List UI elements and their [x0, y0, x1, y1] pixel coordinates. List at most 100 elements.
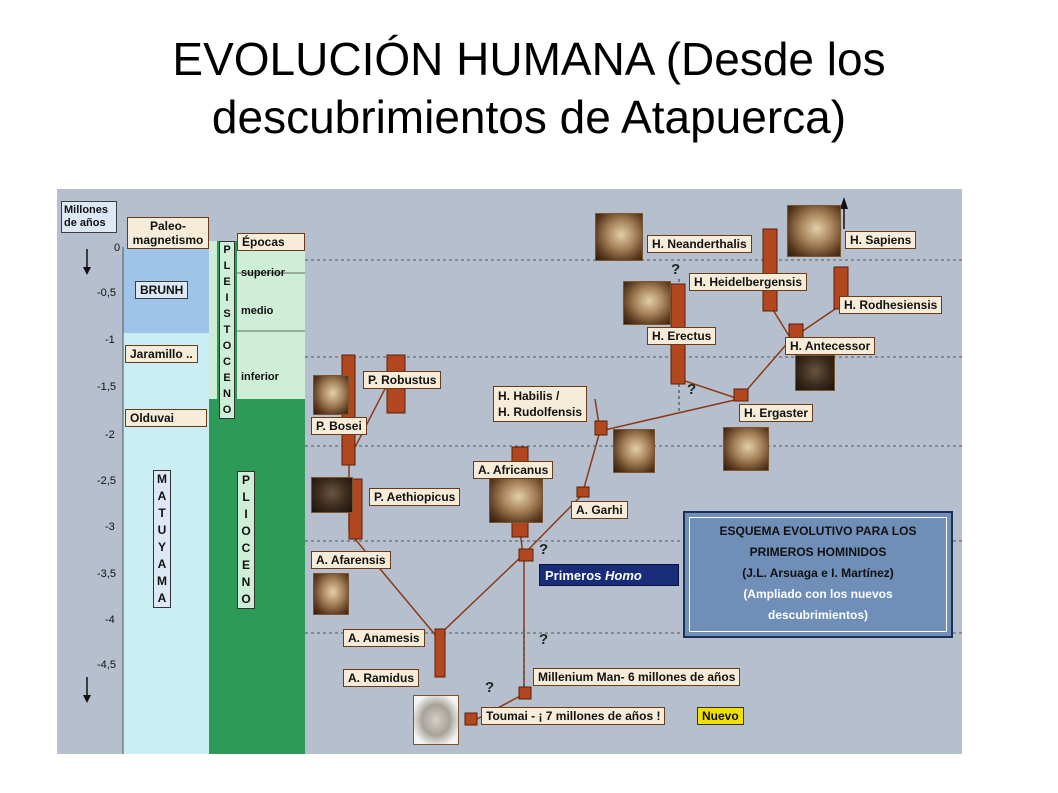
label-a-ramidus: A. Ramidus — [343, 669, 420, 687]
matuyama-letter: Y — [157, 540, 166, 554]
axis-arrow-head — [83, 695, 91, 703]
skull-image — [413, 695, 459, 745]
label-p-robustus: P. Robustus — [363, 371, 442, 389]
scheme-line-1: ESQUEMA EVOLUTIVO PARA LOS — [719, 524, 917, 538]
matuyama-letter: T — [158, 506, 166, 520]
label-h-habilis: H. Habilis / H. Rudolfensis — [493, 386, 588, 422]
pleistoceno-letter: C — [223, 356, 231, 368]
axis-label-line-2: de años — [64, 217, 106, 229]
matuyama-letter: M — [157, 472, 167, 486]
pleistoceno-letter: I — [225, 292, 229, 304]
matuyama-letter: M — [157, 574, 167, 588]
scheme-line-4: (Ampliado con los nuevos — [743, 587, 893, 601]
plioceno-letter: N — [241, 575, 251, 589]
label-h-rodhesiensis: H. Rodhesiensis — [839, 296, 943, 314]
plioceno-vertical-label: P L I O C E N O — [237, 471, 255, 609]
question-mark: ? — [671, 261, 681, 278]
skull-image — [313, 573, 349, 615]
plioceno-letter: C — [241, 541, 251, 555]
label-a-afarensis: A. Afarensis — [311, 551, 391, 569]
tick-label: -1 — [105, 334, 115, 346]
pleistoceno-letter: O — [222, 340, 232, 352]
plioceno-letter: L — [242, 490, 250, 504]
jaramillo-label: Jaramillo .. — [125, 345, 198, 363]
title-line-1: EVOLUCIÓN HUMANA (Desde los — [172, 33, 886, 85]
plioceno-letter: O — [241, 524, 251, 538]
pleistoceno-letter: L — [223, 260, 231, 272]
tick-label: -4,5 — [97, 659, 116, 671]
matuyama-letter: U — [157, 523, 167, 537]
scheme-info-box: ESQUEMA EVOLUTIVO PARA LOS PRIMEROS HOMI… — [683, 511, 953, 638]
question-mark: ? — [485, 679, 495, 696]
paleomagnetism-header: Paleo- magnetismo — [127, 217, 209, 249]
skull-image — [623, 281, 671, 325]
matuyama-letter: A — [157, 557, 167, 571]
skull-image — [795, 355, 835, 391]
skull-image — [311, 477, 353, 513]
epoch-medio: medio — [241, 305, 274, 317]
evolution-diagram: Millones de años 0 -0,5 -1 -1,5 -2 -2,5 … — [57, 189, 962, 754]
pleistoceno-letter: O — [222, 404, 232, 416]
label-p-bosei: P. Bosei — [311, 417, 367, 435]
scheme-line-2: PRIMEROS HOMINIDOS — [749, 545, 887, 559]
matuyama-vertical-label: M A T U Y A M A — [153, 470, 171, 608]
time-bars — [341, 228, 849, 726]
matuyama-letter: A — [157, 489, 167, 503]
tick-label: -0,5 — [97, 287, 116, 299]
skull-image — [787, 205, 841, 257]
epocas-header: Épocas — [237, 233, 305, 251]
tick-label: 0 — [114, 242, 121, 254]
tick-label: -1,5 — [97, 381, 116, 393]
question-mark: ? — [687, 381, 697, 398]
badge-primeros-homo: Primeros Homo — [539, 564, 679, 586]
brunh-label: BRUNH — [135, 281, 189, 299]
badge-nuevo: Nuevo — [697, 707, 744, 725]
plioceno-letter: E — [241, 558, 250, 572]
label-h-habilis-line-1: H. Habilis / — [498, 389, 560, 403]
pleistoceno-letter: T — [223, 324, 231, 336]
top-arrow-head — [840, 197, 848, 209]
axis-label: Millones de años — [61, 201, 117, 233]
label-h-neanderthalis: H. Neanderthalis — [647, 235, 752, 253]
skull-image — [723, 427, 769, 471]
tick-label: -3 — [105, 521, 115, 533]
pleistoceno-letter: N — [223, 388, 231, 400]
label-a-africanus: A. Africanus — [473, 461, 554, 479]
pleistoceno-letter: E — [223, 372, 231, 384]
tick-label: -4 — [105, 614, 115, 626]
matuyama-letter: A — [157, 591, 167, 605]
pleistoceno-letter: S — [223, 308, 231, 320]
label-h-erectus: H. Erectus — [647, 327, 717, 345]
label-h-sapiens: H. Sapiens — [845, 231, 917, 249]
label-millenium-man: Millenium Man- 6 millones de años — [533, 668, 741, 686]
skull-image — [613, 429, 655, 473]
paleo-header-line-2: magnetismo — [132, 233, 204, 247]
label-toumai: Toumai - ¡ 7 millones de años ! — [481, 707, 666, 725]
pleistoceno-vertical-label: P L E I S T O C E N O — [219, 241, 235, 419]
pleistoceno-letter: E — [223, 276, 231, 288]
primeros-homo-italic: Homo — [604, 568, 642, 583]
tick-label: -3,5 — [97, 568, 116, 580]
slide-title: EVOLUCIÓN HUMANA (Desde los descubrimien… — [0, 30, 1058, 146]
tick-label: -2 — [105, 429, 115, 441]
paleo-header-line-1: Paleo- — [149, 219, 186, 233]
epoch-superior: superior — [241, 267, 286, 279]
axis-arrow-head — [83, 267, 91, 275]
question-mark: ? — [539, 631, 549, 648]
skull-image — [595, 213, 643, 261]
label-a-garhi: A. Garhi — [571, 501, 628, 519]
pleistoceno-letter: P — [223, 244, 231, 256]
plioceno-letter: I — [244, 507, 248, 521]
label-h-antecessor: H. Antecessor — [785, 337, 876, 355]
skull-image — [313, 375, 349, 415]
scheme-line-5: descubrimientos) — [767, 608, 869, 622]
skull-image — [489, 475, 543, 523]
axis-label-line-1: Millones — [64, 204, 109, 216]
tick-label: -2,5 — [97, 475, 116, 487]
label-h-habilis-line-2: H. Rudolfensis — [498, 405, 583, 419]
label-h-ergaster: H. Ergaster — [739, 404, 814, 422]
plioceno-letter: P — [241, 473, 250, 487]
label-h-heidelbergensis: H. Heidelbergensis — [689, 273, 808, 291]
label-p-aethiopicus: P. Aethiopicus — [369, 488, 461, 506]
scheme-info-inner: ESQUEMA EVOLUTIVO PARA LOS PRIMEROS HOMI… — [689, 517, 947, 632]
